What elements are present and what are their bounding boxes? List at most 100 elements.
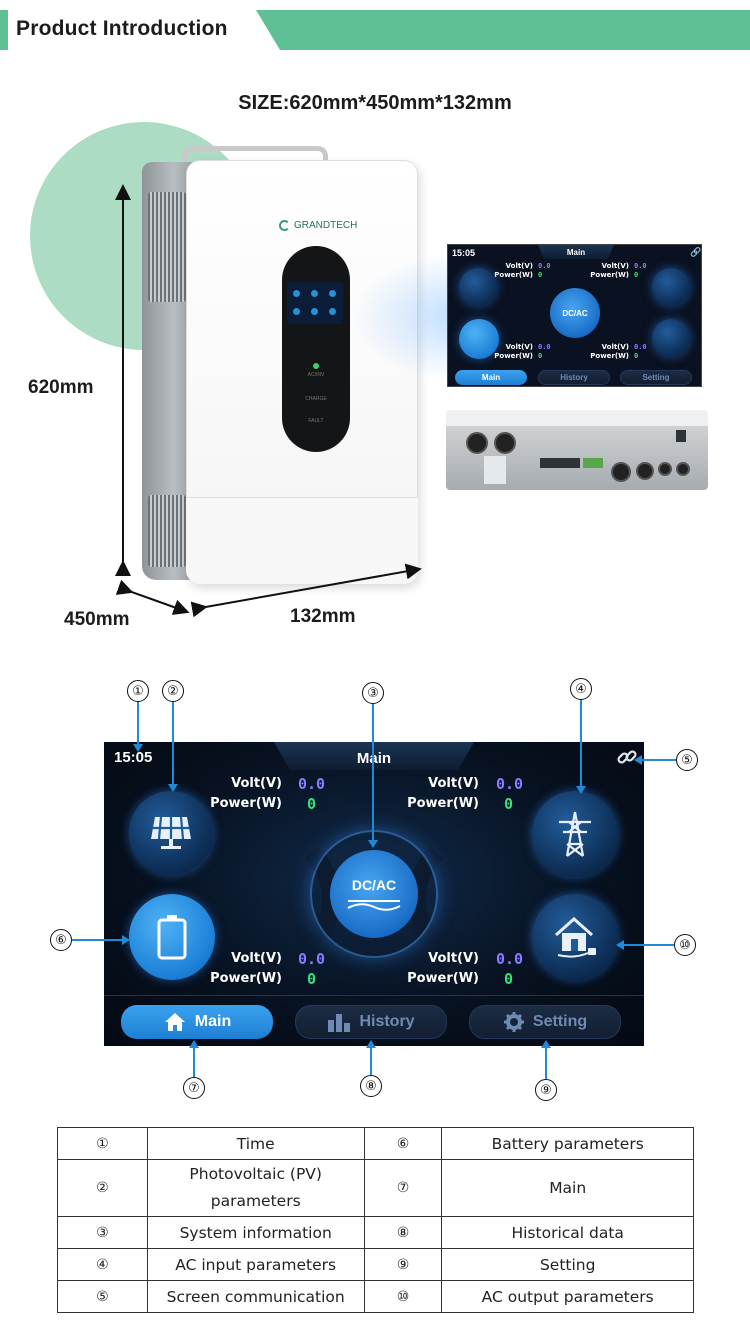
bottom-port-6 — [676, 462, 690, 476]
preview-battery-volt-label: Volt(V) — [505, 343, 533, 351]
solar-panel-icon — [151, 816, 191, 849]
callout-10: ⑩ — [674, 934, 696, 956]
preview-battery-power-label: Power(W) — [494, 352, 533, 360]
panel-label-fault: FAULT — [308, 418, 324, 424]
battery-node[interactable] — [129, 894, 215, 980]
inverter-bottom-top-edge — [446, 410, 708, 426]
bottom-port-5 — [658, 462, 672, 476]
battery-power-value: 0 — [307, 970, 317, 988]
legend-row: ② Photovoltaic (PV) parameters ⑦ Main — [57, 1159, 694, 1217]
callout-4: ④ — [570, 678, 592, 700]
preview-grid-node — [652, 268, 690, 306]
link-icon[interactable] — [616, 746, 638, 768]
callout-6-line — [72, 939, 124, 941]
pv-node[interactable] — [129, 791, 213, 875]
legend-number: ① — [57, 1127, 148, 1160]
grid-power-value: 0 — [504, 795, 514, 813]
brand-logo-text: GRANDTECH — [294, 220, 358, 231]
callout-3-line — [372, 704, 374, 842]
pv-power-value: 0 — [307, 795, 317, 813]
load-power-value: 0 — [504, 970, 514, 988]
preview-grid-volt-label: Volt(V) — [601, 262, 629, 270]
width-arrow — [190, 563, 422, 618]
callout-4-line — [580, 700, 582, 788]
callout-5-arrow — [634, 755, 642, 765]
center-label: DC/AC — [351, 877, 397, 893]
callout-8-line — [370, 1046, 372, 1075]
power-tower-icon — [559, 811, 591, 857]
grid-volt-value: 0.0 — [496, 775, 524, 793]
grid-power-label: Power(W) — [407, 796, 479, 811]
legend-description: Setting — [441, 1248, 694, 1281]
system-info-node[interactable]: DC/AC — [330, 850, 418, 938]
legend-number: ⑧ — [363, 1216, 443, 1249]
callout-2-arrow — [168, 784, 178, 792]
screen-preview: 15:05 Main 🔗 Volt(V) 0.0 Power(W) 0 Volt… — [447, 244, 702, 387]
screen-titlebar — [274, 742, 474, 770]
callout-5-line — [640, 759, 676, 761]
bottom-port-4 — [636, 462, 654, 480]
inverter-mini-screen — [287, 282, 343, 324]
center-ring — [310, 830, 438, 958]
preview-pv-power-label: Power(W) — [494, 271, 533, 279]
legend-row: ④ AC input parameters ⑨ Setting — [57, 1248, 694, 1281]
grid-node[interactable] — [532, 791, 618, 877]
tab-setting[interactable]: Setting — [469, 1005, 621, 1039]
bottom-breaker — [676, 430, 686, 442]
preview-time: 15:05 — [452, 248, 476, 258]
width-label: 132mm — [290, 606, 356, 627]
preview-title: Main — [566, 248, 586, 257]
legend-description: Historical data — [441, 1216, 694, 1249]
legend-table: ① Time ⑥ Battery parameters ② Photovolta… — [57, 1127, 694, 1313]
callout-10-line — [622, 944, 674, 946]
legend-row: ① Time ⑥ Battery parameters — [57, 1127, 694, 1160]
battery-volt-value: 0.0 — [298, 950, 326, 968]
grid-volt-label: Volt(V) — [428, 776, 479, 791]
tab-main[interactable]: Main — [121, 1005, 273, 1039]
legend-description: AC output parameters — [441, 1280, 694, 1313]
preview-pv-node — [459, 268, 497, 306]
preview-load-power-label: Power(W) — [590, 352, 629, 360]
legend-number: ③ — [57, 1216, 148, 1249]
preview-load-volt-label: Volt(V) — [601, 343, 629, 351]
tab-main-label: Main — [194, 1013, 232, 1030]
legend-row: ③ System information ⑧ Historical data — [57, 1216, 694, 1249]
preview-load-volt: 0.0 — [634, 343, 647, 351]
preview-load-power: 0 — [634, 352, 639, 360]
callout-3: ③ — [362, 682, 384, 704]
legend-description: AC input parameters — [146, 1248, 365, 1281]
legend-number: ④ — [57, 1248, 148, 1281]
panel-label-acinv: AC/INV — [307, 372, 325, 378]
callout-5: ⑤ — [676, 749, 698, 771]
battery-icon — [157, 915, 187, 960]
preview-grid-power: 0 — [634, 271, 639, 279]
depth-arrow — [115, 579, 190, 615]
panel-label-charge: CHARGE — [305, 396, 327, 402]
bottom-port-2 — [494, 432, 516, 454]
preview-pv-volt: 0.0 — [538, 262, 551, 270]
load-power-label: Power(W) — [407, 971, 479, 986]
callout-1-arrow — [133, 744, 143, 752]
depth-label: 450mm — [64, 609, 130, 630]
tab-history[interactable]: History — [295, 1005, 447, 1039]
load-node[interactable] — [532, 894, 618, 980]
preview-center-node: DC/AC — [550, 288, 600, 338]
bar-chart-icon — [328, 1014, 351, 1032]
legend-description: Photovoltaic (PV) parameters — [146, 1159, 365, 1217]
link-icon-svg — [617, 750, 637, 764]
preview-battery-power: 0 — [538, 352, 543, 360]
bottom-terminal — [583, 458, 603, 468]
home-icon — [164, 1013, 185, 1031]
brand-logo: GRANDTECH — [279, 220, 357, 231]
callout-4-arrow — [576, 786, 586, 794]
preview-battery-volt: 0.0 — [538, 343, 551, 351]
tab-divider — [104, 995, 644, 996]
legend-number: ⑤ — [57, 1280, 148, 1313]
pv-power-label: Power(W) — [210, 796, 282, 811]
legend-number: ⑥ — [363, 1127, 443, 1160]
inverter-control-panel — [282, 246, 350, 452]
wave-icon — [347, 900, 401, 911]
tab-setting-label: Setting — [532, 1013, 588, 1030]
legend-description: Time — [146, 1127, 365, 1160]
callout-10-arrow — [616, 940, 624, 950]
